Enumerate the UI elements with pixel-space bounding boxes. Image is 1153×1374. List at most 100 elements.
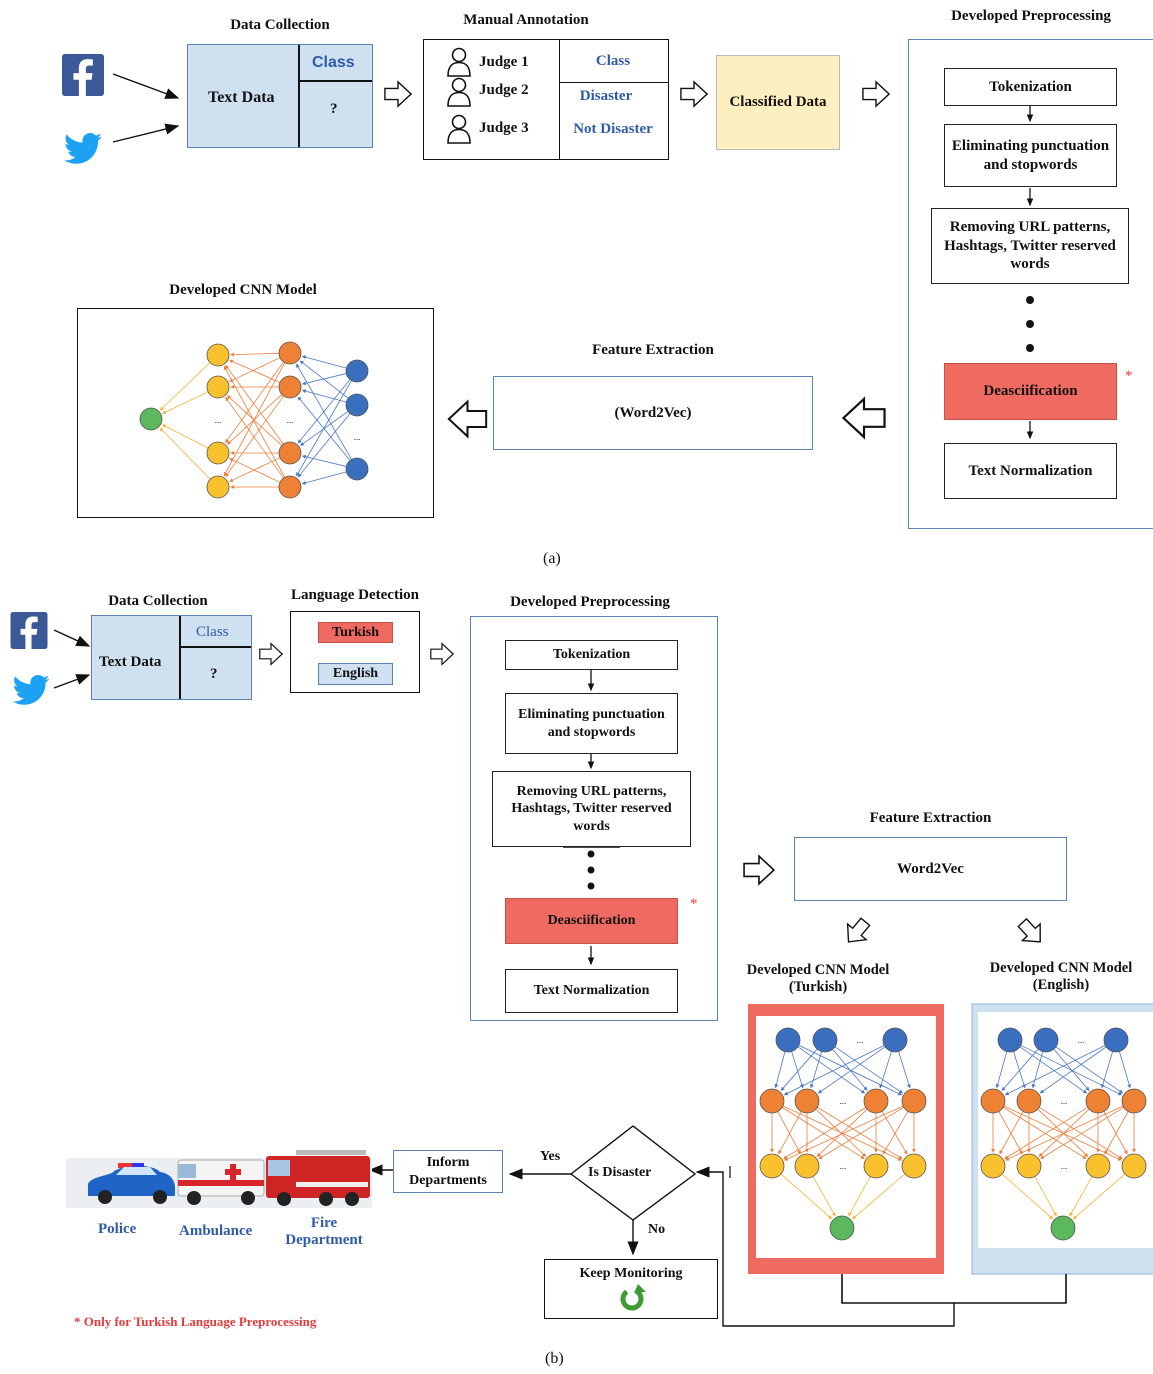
network-edge [780,1048,818,1092]
network-edge [301,454,347,467]
unknown-label: ? [210,666,218,682]
network-edge [818,1106,904,1160]
cnn-title-a: Developed CNN Model [169,282,317,298]
network-node [345,457,369,481]
arrow-tw-a [112,123,180,143]
network-edge [852,1173,906,1220]
network-edge [809,1051,822,1089]
arrow-fb-b [53,629,91,647]
ambulance-label: Ambulance [179,1223,253,1239]
url-step-a: Removing URL patterns, Hashtags, Twitter… [931,208,1129,284]
caption-a: (a) [543,550,561,567]
network-edge [784,1105,904,1161]
fire-truck-icon [266,1150,370,1206]
police-label: Police [98,1221,137,1237]
network-edge [297,413,351,478]
network-node [794,1088,820,1114]
network-edge [815,1108,867,1157]
network-edge [882,1111,909,1155]
inform-departments-box: Inform Departments [393,1150,503,1193]
keep-monitoring-label: Keep Monitoring [579,1266,683,1281]
network-edge [297,396,351,461]
network-edge [225,364,284,445]
network-node [812,1027,838,1053]
hollow-arrow-icon [862,81,890,107]
network-node [829,1215,855,1241]
network-edge [783,1044,885,1096]
network-node [1016,1153,1042,1179]
text-data-label: Text Data [208,89,275,106]
network-edge [780,1173,833,1220]
network-edge [1039,1046,1107,1094]
network-edge [229,357,281,382]
network-edge [1019,1046,1088,1094]
network-edge [296,363,352,460]
twitter-icon [12,675,50,705]
network-node [345,359,369,383]
network-edge [299,360,349,399]
network-edge [1004,1105,1124,1161]
normalization-step-a: Text Normalization [944,443,1117,499]
hollow-arrow-icon [259,642,283,666]
network-edge [999,1111,1024,1155]
preprocessing-frame-a [908,39,1153,529]
class-not-disaster: Not Disaster [573,121,653,137]
network-node [1085,1088,1111,1114]
network-node [863,1088,889,1114]
class-header: Class [595,53,631,69]
text-data-box-a: Text Data Class ? [187,44,373,148]
deasciification-step-a: Deasciification [944,363,1117,420]
network-edge [898,1051,911,1089]
data-collection-title-b: Data Collection [108,593,208,609]
arrow-fb-a [112,73,180,99]
judge-label: Judge 2 [479,82,529,98]
deasciification-step-b: Deasciification [505,898,678,944]
ellipsis-dot [1026,320,1034,328]
network-node [206,475,230,499]
network-edge [1031,1051,1044,1089]
judge-label: Judge 1 [479,54,529,70]
punctuation-step-b: Eliminating punctuation and stopwords [505,693,678,754]
network-edge [1055,1046,1124,1094]
network-edge [812,1176,836,1217]
cnn-network-turkish: ......... [759,1027,927,1241]
english-label: English [318,663,393,685]
network-node [1050,1215,1076,1241]
language-detection-box [290,611,420,693]
network-node [794,1153,820,1179]
tokenization-step-a: Tokenization [944,68,1117,106]
network-edge [226,395,283,446]
network-node [1121,1153,1147,1179]
network-edge [774,1051,786,1089]
ellipsis-dot [587,850,595,858]
network-node [278,441,302,465]
network-edge [1072,1173,1126,1220]
hollow-arrow-icon [384,81,412,107]
no-label: No [648,1222,666,1237]
network-node [345,393,369,417]
preprocessing-title-b: Developed Preprocessing [510,594,670,610]
ellipsis-dot [1026,296,1034,304]
network-edge [161,424,209,449]
network-edge [225,395,284,478]
is-disaster-label: Is Disaster [588,1165,652,1180]
hollow-arrow-icon [447,400,488,438]
ellipsis-mark: ... [857,1035,864,1045]
ellipsis-mark: ... [1061,1161,1068,1171]
network-edge [229,359,281,383]
cnn-english-title: Developed CNN Model (English) [989,960,1133,994]
facebook-icon [62,54,104,96]
cnn-turkish-title: Developed CNN Model (Turkish) [746,962,890,996]
network-edge [879,1051,892,1089]
network-edge [1103,1111,1128,1155]
twitter-icon [64,133,102,164]
facebook-icon [10,612,48,649]
network-edge [301,389,347,403]
hollow-arrow-icon [742,854,776,886]
network-node [901,1153,927,1179]
network-edge [1100,1051,1113,1089]
unknown-label: ? [330,101,338,117]
cnn-network-a: ......... [139,341,369,499]
network-edge [223,365,286,478]
ellipsis-mark: ... [287,415,294,425]
